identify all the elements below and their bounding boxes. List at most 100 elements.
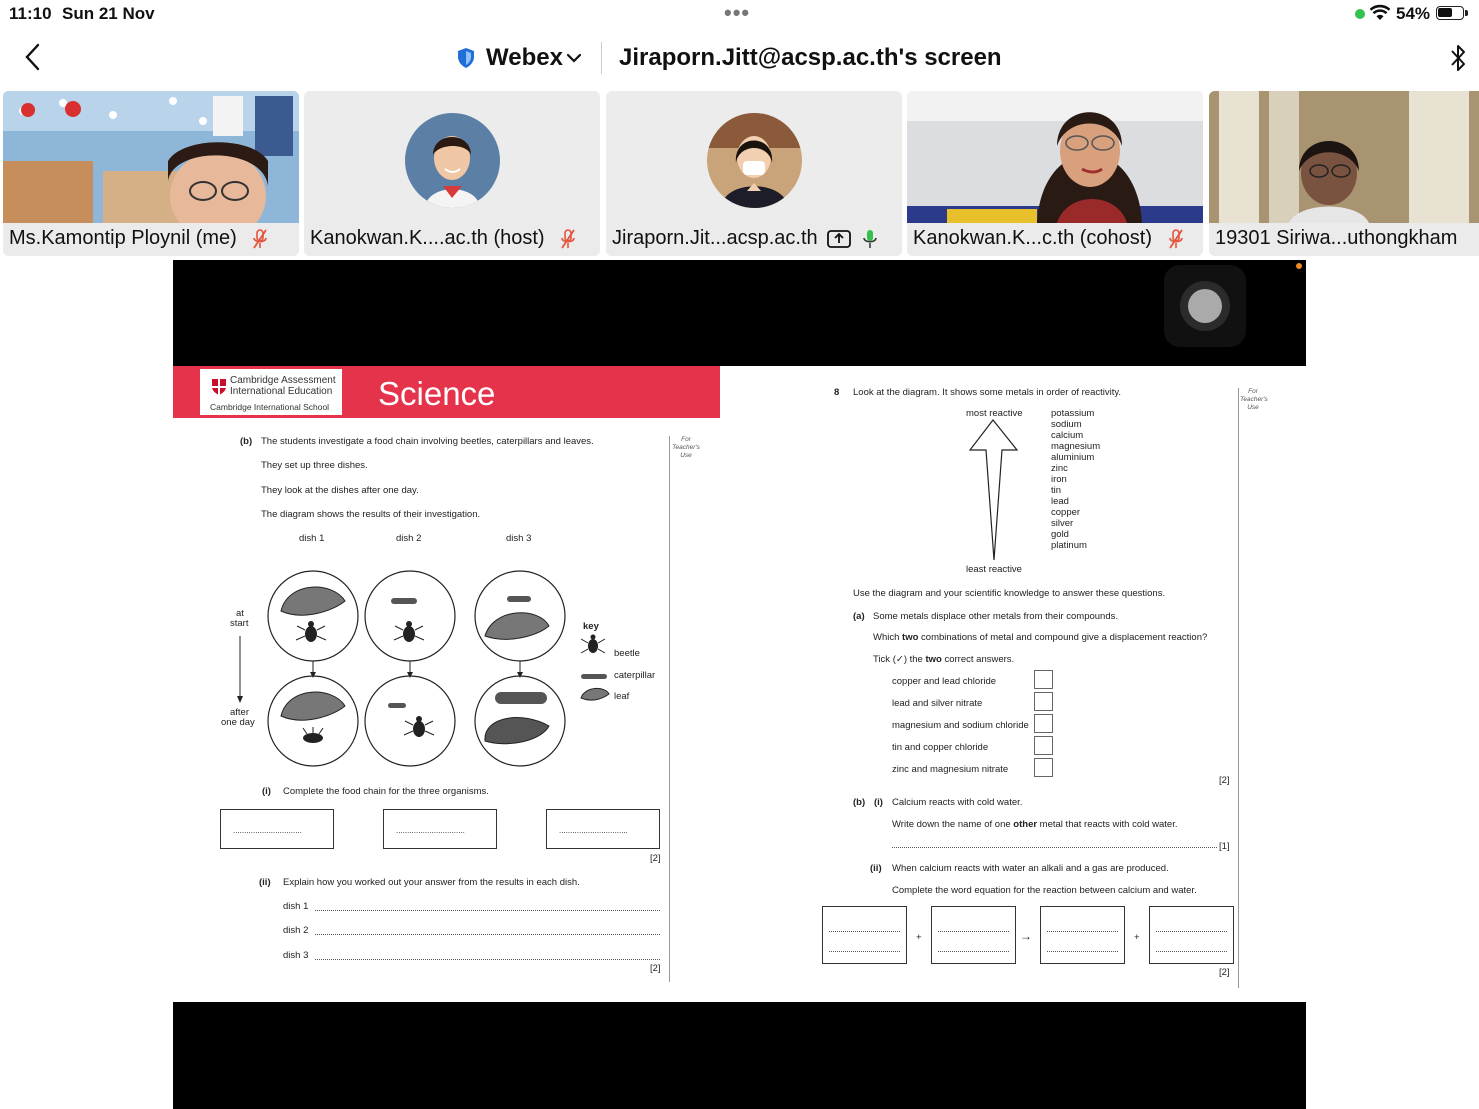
participant-tile-host[interactable]: Kanokwan.K....ac.th (host) (304, 91, 600, 256)
question-ii-text: Explain how you worked out your answer f… (283, 877, 580, 888)
metal-item: platinum (1051, 540, 1087, 551)
participant-tile-cohost[interactable]: Kanokwan.K...c.th (cohost) (907, 91, 1203, 256)
participant-name: Kanokwan.K...c.th (cohost) (913, 227, 1153, 250)
participant-video (3, 91, 299, 223)
participant-tile-student[interactable]: 19301 Siriwa...uthongkham (1209, 91, 1479, 256)
food-chain-answer-box[interactable]: ............................... (220, 809, 334, 849)
muted-mic-icon (253, 228, 268, 249)
least-reactive-label: least reactive (966, 564, 1022, 575)
option-checkbox[interactable] (1034, 714, 1053, 733)
participant-name-bar: Kanokwan.K....ac.th (host) (304, 223, 600, 256)
equation-box[interactable] (1040, 906, 1125, 964)
shared-screen-title: Jiraporn.Jitt@acsp.ac.th's screen (619, 44, 1002, 71)
equation-box[interactable] (931, 906, 1016, 964)
chevron-down-icon[interactable] (566, 52, 582, 64)
participant-name-bar: Kanokwan.K...c.th (cohost) (907, 223, 1203, 256)
participant-name-bar: Ms.Kamontip Ploynil (me) (3, 223, 299, 256)
shield-icon (458, 48, 474, 68)
question-line: The diagram shows the results of their i… (261, 509, 481, 520)
option-checkbox[interactable] (1034, 692, 1053, 711)
participant-name-bar: 19301 Siriwa...uthongkham (1209, 223, 1479, 256)
question-intro: The students investigate a food chain in… (261, 436, 594, 447)
question-line: They set up three dishes. (261, 460, 368, 471)
marks-label: [2] (1219, 775, 1230, 786)
participant-video (1209, 91, 1479, 223)
bluetooth-icon[interactable] (1448, 42, 1468, 74)
multitasking-dots-icon[interactable]: ••• (724, 0, 751, 25)
part-b-i-text: Calcium reacts with cold water. (892, 797, 1023, 808)
subject-title: Science (378, 375, 496, 412)
question-ii-number: (ii) (259, 877, 271, 888)
part-b-number: (b) (853, 797, 866, 808)
answer-line[interactable] (315, 959, 660, 960)
option-label: lead and silver nitrate (892, 698, 983, 709)
cambridge-logo: Cambridge Assessment International Educa… (200, 369, 342, 415)
option-checkbox[interactable] (1034, 736, 1053, 755)
cambridge-shield-icon (212, 379, 226, 395)
answer-line[interactable] (315, 910, 660, 911)
meeting-header: Webex Jiraporn.Jitt@acsp.ac.th's screen (0, 30, 1479, 85)
app-title[interactable]: Webex (486, 44, 563, 71)
instruction-text: Use the diagram and your scientific know… (853, 588, 1166, 599)
battery-percentage: 54% (1396, 4, 1431, 23)
answer-line-label: dish 1 (283, 901, 309, 912)
tick-instruction: Tick (✓) the two correct answers. (873, 654, 1015, 665)
metal-item: iron (1051, 474, 1067, 485)
margin-rule (1238, 388, 1239, 988)
status-bar: 11:10 Sun 21 Nov ••• 54% (0, 0, 1479, 28)
avatar (405, 113, 500, 208)
answer-line-label: dish 3 (283, 950, 309, 961)
teacher-use-note: For Teacher's Use (672, 436, 700, 459)
active-mic-icon (863, 229, 877, 248)
participant-tile-me[interactable]: Ms.Kamontip Ploynil (me) (3, 91, 299, 256)
logo-line-1: Cambridge Assessment (230, 375, 336, 386)
participant-video (907, 91, 1203, 223)
part-b-i-number: (i) (874, 797, 883, 808)
option-label: magnesium and sodium chloride (892, 720, 1029, 731)
participant-name: Jiraporn.Jit...acsp.ac.th (612, 227, 818, 250)
participant-name-bar: Jiraporn.Jit...acsp.ac.th (606, 223, 902, 256)
marks-label: [2] (1219, 967, 1230, 978)
equation-box[interactable] (1149, 906, 1234, 964)
part-b-ii-question: Complete the word equation for the react… (892, 885, 1197, 896)
after-label: one day (221, 717, 255, 728)
status-time: 11:10 (9, 4, 52, 23)
battery-icon (1436, 6, 1468, 20)
option-checkbox[interactable] (1034, 670, 1053, 689)
participant-strip: Ms.Kamontip Ploynil (me) (0, 91, 1479, 257)
answer-line-label: dish 2 (283, 925, 309, 936)
food-chain-answer-box[interactable]: ............................... (546, 809, 660, 849)
metal-item: zinc (1051, 463, 1068, 474)
dishes-diagram (237, 570, 610, 767)
back-chevron-icon[interactable] (22, 42, 44, 72)
equation-box[interactable] (822, 906, 907, 964)
avatar (707, 113, 802, 208)
answer-line[interactable] (315, 934, 660, 935)
logo-line-3: Cambridge International School (210, 402, 330, 412)
metal-item: gold (1051, 529, 1069, 540)
plus-sign: + (1134, 932, 1140, 943)
metal-item: sodium (1051, 419, 1082, 430)
floating-control-button[interactable] (1164, 265, 1246, 347)
shared-document[interactable]: Cambridge Assessment International Educa… (173, 366, 1306, 1002)
metal-item: lead (1051, 496, 1069, 507)
dish-label: dish 2 (396, 533, 422, 544)
question-line: They look at the dishes after one day. (261, 485, 419, 496)
key-beetle: beetle (614, 648, 640, 659)
marks-label: [2] (650, 963, 661, 974)
muted-mic-icon (1168, 228, 1183, 249)
marks-label: [2] (650, 853, 661, 864)
answer-line[interactable] (892, 847, 1217, 848)
food-chain-answer-box[interactable]: ............................... (383, 809, 497, 849)
part-a-text: Some metals displace other metals from t… (873, 611, 1118, 622)
shared-screen-letterbox-bottom (173, 1002, 1306, 1109)
key-leaf: leaf (614, 691, 630, 702)
participant-tile-presenter[interactable]: Jiraporn.Jit...acsp.ac.th (606, 91, 902, 256)
wifi-icon (1369, 4, 1391, 20)
option-label: zinc and magnesium nitrate (892, 764, 1009, 775)
part-b-number: (b) (240, 436, 253, 447)
science-banner: Cambridge Assessment International Educa… (173, 366, 720, 418)
option-checkbox[interactable] (1034, 758, 1053, 777)
plus-sign: + (916, 932, 922, 943)
